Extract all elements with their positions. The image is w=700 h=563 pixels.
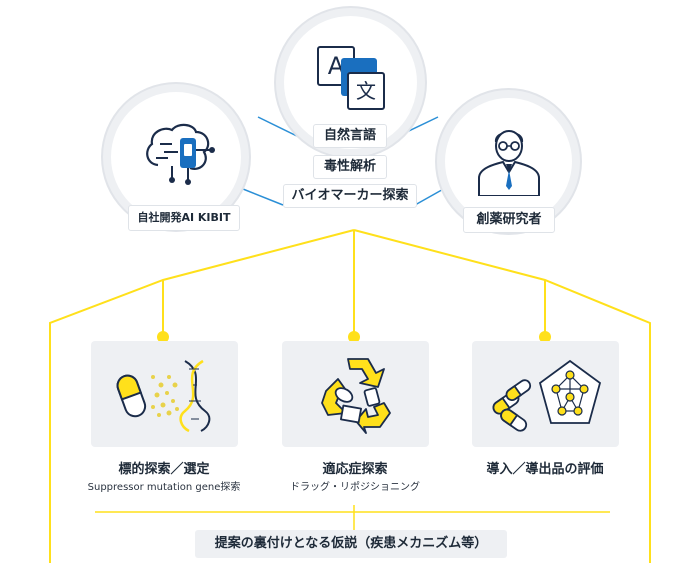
card-3-title: 導入／導出品の評価 xyxy=(486,462,604,477)
researcher-circle xyxy=(445,98,572,225)
card-evaluation xyxy=(472,341,619,447)
branch-dot-2 xyxy=(348,331,360,343)
biomarker-label: バイオマーカー探索 xyxy=(283,184,417,208)
ai-label: 自社開発AI KIBIT xyxy=(128,205,240,231)
tox-label: 毒性解析 xyxy=(313,155,387,179)
card-1-subtitle: Suppressor mutation gene探索 xyxy=(87,482,241,493)
hypothesis-label: 提案の裏付けとなる仮説（疾患メカニズム等） xyxy=(195,530,507,558)
branch-dot-3 xyxy=(539,331,551,343)
capsule-dna-icon xyxy=(116,359,211,433)
card-2-title: 適応症探索 xyxy=(322,462,388,477)
ai-circle xyxy=(111,92,241,222)
translate-glyph-bun: 文 xyxy=(347,72,385,110)
translate-icon: A 文 xyxy=(317,46,387,112)
nlp-label: 自然言語 xyxy=(313,124,387,148)
pill-network-icon xyxy=(492,359,602,432)
researcher-label: 創薬研究者 xyxy=(463,207,555,233)
recycle-icon xyxy=(321,358,391,434)
brain-chip-icon xyxy=(146,123,215,185)
card-indication xyxy=(282,341,429,447)
researcher-icon xyxy=(478,130,540,196)
card-1-title: 標的探索／選定 xyxy=(118,462,210,477)
branch-dot-1 xyxy=(157,331,169,343)
card-target-discovery xyxy=(91,341,238,447)
card-2-subtitle: ドラッグ・リポジショニング xyxy=(290,482,420,493)
